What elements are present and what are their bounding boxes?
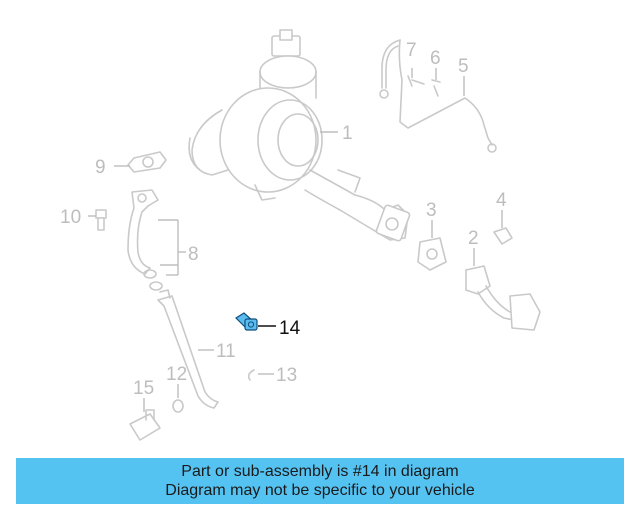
callout-9: 9 <box>95 157 106 178</box>
oil-line-part <box>379 39 497 153</box>
bolt-15-part <box>129 409 161 441</box>
info-banner: Part or sub-assembly is #14 in diagram D… <box>16 458 624 504</box>
callout-7: 7 <box>406 40 417 61</box>
bolt-14-highlighted-part[interactable] <box>235 312 258 331</box>
washer-12-part <box>172 399 184 413</box>
parts-diagram: 1 2 3 4 5 6 7 8 9 10 11 12 13 14 15 <box>60 29 541 441</box>
callout-10: 10 <box>60 207 81 228</box>
banner-line-1: Part or sub-assembly is #14 in diagram <box>181 463 459 480</box>
callout-4: 4 <box>496 190 507 211</box>
turbocharger-part <box>188 29 411 242</box>
callout-1: 1 <box>342 123 353 144</box>
callout-11: 11 <box>216 341 236 362</box>
bolt-10-part <box>95 209 107 231</box>
callout-lines <box>88 68 503 412</box>
nut-4-part <box>493 227 513 245</box>
pipe-8-part <box>127 189 163 291</box>
callout-2: 2 <box>468 228 479 249</box>
gasket-9-part <box>127 151 167 173</box>
callout-labels: 1 2 3 4 5 6 7 8 9 10 11 12 13 14 15 <box>60 40 507 399</box>
gasket-3-part <box>417 237 447 271</box>
callout-12: 12 <box>166 364 187 385</box>
callout-5: 5 <box>458 56 469 77</box>
callout-8: 8 <box>188 244 199 265</box>
banner-line-2: Diagram may not be specific to your vehi… <box>165 482 475 499</box>
egr-pipe-2-part <box>465 265 541 331</box>
clip-13-part <box>247 369 255 381</box>
pipe-11-part <box>157 289 219 409</box>
callout-13: 13 <box>276 365 297 386</box>
callout-6: 6 <box>430 48 441 69</box>
callout-3: 3 <box>426 200 437 221</box>
callout-14: 14 <box>279 318 301 339</box>
callout-15: 15 <box>133 378 154 399</box>
